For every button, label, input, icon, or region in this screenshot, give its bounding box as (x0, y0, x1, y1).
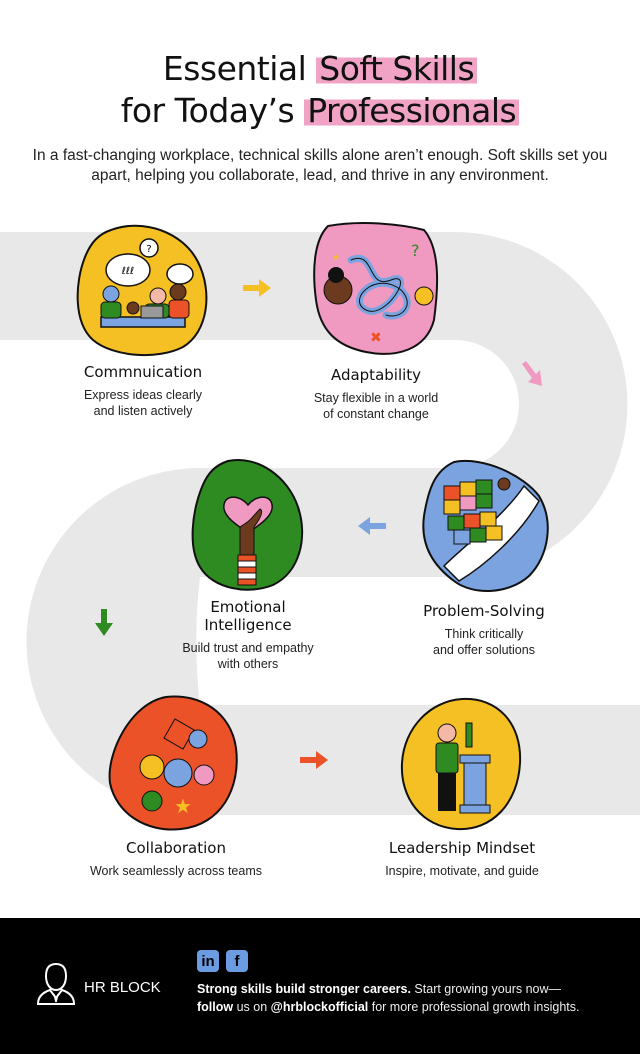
page-title: Essential Soft Skills for Today’s Profes… (0, 48, 640, 132)
social-links: in f (197, 950, 248, 972)
skill-card-adaptability: ? ✖ ★ Adaptability Stay flexible in a wo… (266, 220, 486, 422)
person-icon (36, 962, 76, 1005)
skill-card-collaboration: ★ Collaboration Work seamlessly across t… (66, 693, 286, 879)
arrow-down-icon (95, 609, 113, 636)
skill-title: Emotional Intelligence (204, 598, 292, 634)
skill-title: Problem-Solving (423, 602, 545, 620)
skill-card-communication: ℓℓℓ ? Commnuication Express ideas clearl… (33, 222, 253, 419)
skill-title: Leadership Mindset (388, 839, 536, 857)
skill-title: Commnuication (83, 363, 203, 381)
social-handle[interactable]: @hrblockofficial (270, 1000, 369, 1014)
hand-holding-heart-illustration (191, 459, 304, 591)
group-conversation-illustration: ℓℓℓ ? (76, 224, 208, 357)
brand-logo[interactable]: HR BLOCK (36, 962, 161, 1006)
footer-text: us on (233, 1000, 271, 1014)
svg-text:✖: ✖ (370, 330, 382, 346)
skill-description: Express ideas clearly and listen activel… (83, 388, 203, 418)
footer-text: for more professional growth insights. (368, 1000, 580, 1014)
rubiks-cube-illustration (422, 459, 549, 592)
arrow-left-icon (358, 517, 386, 535)
footer-text-bold: Strong skills build stronger careers. (197, 982, 411, 996)
speaker-podium-illustration (400, 697, 522, 831)
title-highlight: Soft Skills (316, 49, 478, 88)
linkedin-icon[interactable]: in (197, 950, 219, 972)
footer-text-bold: follow (197, 1000, 234, 1014)
team-circle-illustration: ★ (108, 695, 238, 831)
page-subtitle: In a fast-changing workplace, technical … (32, 147, 608, 184)
svg-text:?: ? (146, 244, 151, 255)
facebook-icon[interactable]: f (226, 950, 248, 972)
title-text: Essential (162, 49, 317, 88)
skill-card-emotional-intelligence: Emotional Intelligence Build trust and e… (138, 457, 358, 672)
skill-card-problem-solving: Problem-Solving Think critically and off… (374, 456, 594, 658)
skill-title: Collaboration (126, 839, 226, 857)
footer-message: Strong skills build stronger careers. St… (197, 980, 617, 1016)
svg-text:★: ★ (332, 253, 340, 263)
footer: HR BLOCK in f Strong skills build strong… (0, 918, 640, 1054)
footer-text: Start growing yours now— (410, 982, 562, 996)
title-highlight: Professionals (304, 91, 520, 130)
skill-description: Inspire, motivate, and guide (385, 864, 539, 878)
tangled-path-illustration: ? ✖ ★ (313, 222, 439, 355)
skill-description: Think critically and offer solutions (433, 627, 535, 657)
arrow-right-icon (300, 751, 328, 769)
skill-card-leadership-mindset: Leadership Mindset Inspire, motivate, an… (352, 693, 572, 879)
skill-title: Adaptability (330, 366, 422, 384)
skill-description: Build trust and empathy with others (182, 641, 314, 671)
svg-text:ℓℓℓ: ℓℓℓ (122, 266, 134, 277)
title-text: for Today’s (120, 91, 305, 130)
svg-text:★: ★ (174, 794, 192, 818)
arrow-down-right-icon (522, 361, 542, 386)
brand-name: HR BLOCK (84, 978, 161, 996)
arrow-right-icon (243, 279, 271, 297)
skill-description: Stay flexible in a world of constant cha… (313, 391, 439, 421)
svg-text:?: ? (411, 241, 420, 260)
skill-description: Work seamlessly across teams (89, 864, 263, 878)
